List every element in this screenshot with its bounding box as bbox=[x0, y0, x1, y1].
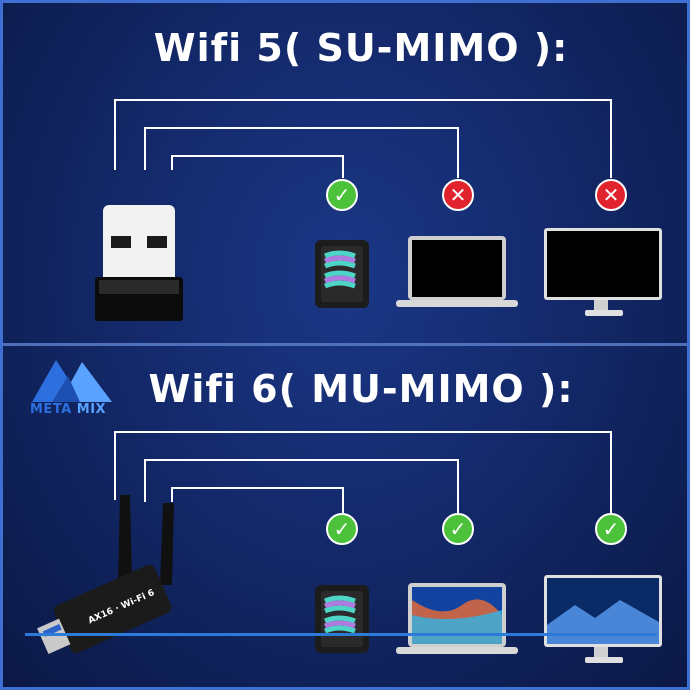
tablet-icon-top bbox=[315, 240, 369, 308]
wire-bottom-laptop bbox=[144, 459, 459, 513]
meta-mix-logo-icon bbox=[32, 360, 112, 402]
monitor-icon-top bbox=[544, 228, 662, 316]
laptop-icon-top bbox=[396, 236, 518, 307]
cross-icon: ✕ bbox=[595, 179, 627, 211]
check-icon: ✓ bbox=[326, 179, 358, 211]
check-icon: ✓ bbox=[326, 513, 358, 545]
cross-icon: ✕ bbox=[442, 179, 474, 211]
wire-top-tablet bbox=[171, 155, 344, 178]
section-divider bbox=[0, 343, 690, 346]
section-title-wifi5: Wifi 5( SU-MIMO ): bbox=[153, 26, 569, 70]
brand-word-mix: MIX bbox=[76, 402, 107, 417]
check-icon: ✓ bbox=[595, 513, 627, 545]
section-title-wifi6: Wifi 6( MU-MIMO ): bbox=[148, 367, 574, 411]
bottom-accent-line bbox=[25, 633, 657, 636]
brand-logo-text: META MIX bbox=[30, 402, 106, 417]
laptop-icon-bottom bbox=[396, 583, 518, 654]
usb-nano-adapter-icon bbox=[95, 205, 183, 321]
wire-bottom-monitor bbox=[114, 431, 612, 513]
monitor-icon-bottom bbox=[544, 575, 662, 663]
wire-top-monitor bbox=[114, 99, 612, 178]
tablet-icon-bottom bbox=[315, 585, 369, 653]
check-icon: ✓ bbox=[442, 513, 474, 545]
wire-top-laptop bbox=[144, 127, 459, 178]
brand-word-meta: META bbox=[30, 402, 72, 417]
wire-bottom-tablet bbox=[171, 487, 344, 513]
usb-antenna-adapter-icon: AX16 · Wi-Fi 6 bbox=[37, 495, 174, 654]
